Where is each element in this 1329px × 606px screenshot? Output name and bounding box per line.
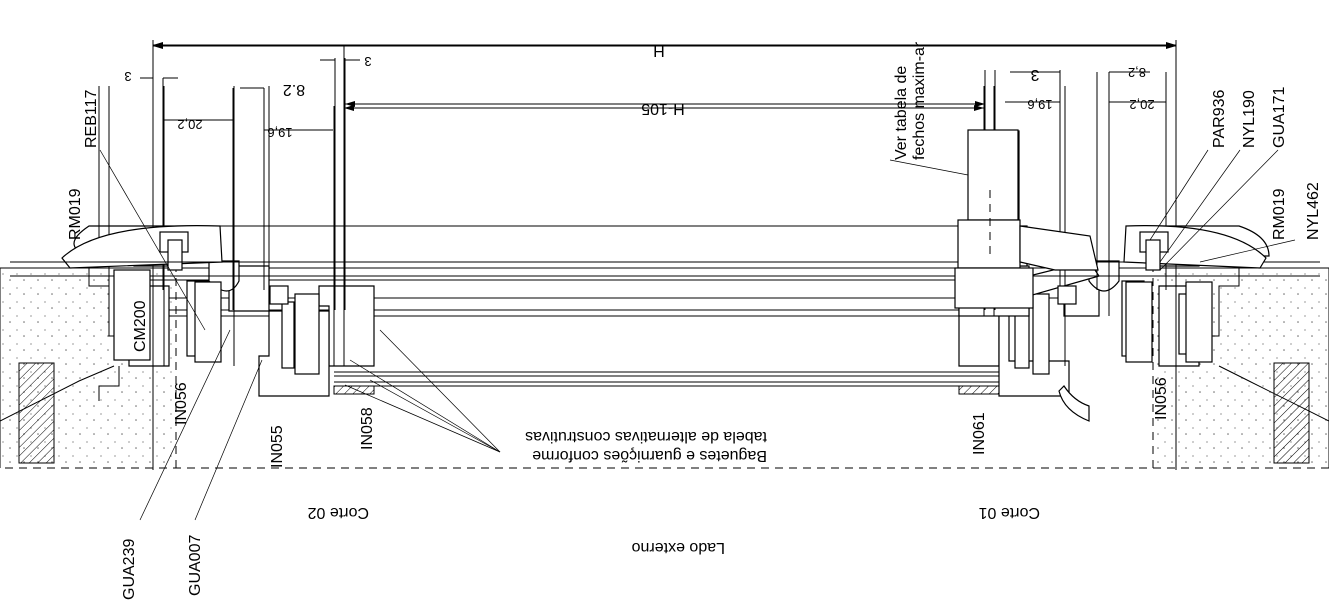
- svg-text:GUA007: GUA007: [187, 535, 204, 596]
- label-gua171: GUA171: [1271, 87, 1288, 148]
- label-nyl462: NYL462: [1305, 182, 1322, 240]
- svg-text:Corte 01: Corte 01: [979, 504, 1040, 521]
- svg-text:PAR936: PAR936: [1211, 89, 1228, 148]
- svg-text:CM200: CM200: [132, 300, 149, 352]
- svg-text:Corte 02: Corte 02: [308, 504, 369, 521]
- svg-text:20,2: 20,2: [177, 117, 202, 132]
- label-fechos-line2: fechos maxim-ar: [911, 41, 928, 160]
- svg-text:Ver tabela de: Ver tabela de: [893, 66, 910, 160]
- note-baguetes-line2: tabela de alternativas construtivas: [525, 428, 767, 445]
- svg-text:fechos maxim-ar: fechos maxim-ar: [911, 41, 928, 160]
- label-in056-right: IN056: [1153, 377, 1170, 420]
- svg-text:20,2: 20,2: [1129, 97, 1154, 112]
- glazing-block-right: [333, 385, 375, 395]
- svg-text:NYL190: NYL190: [1241, 90, 1258, 148]
- svg-text:GUA239: GUA239: [121, 539, 138, 600]
- hatched-wall-right: [18, 362, 55, 464]
- svg-text:IN055: IN055: [269, 425, 286, 468]
- svg-text:IN061: IN061: [971, 412, 988, 455]
- label-rm019-left: RM019: [67, 188, 84, 240]
- dim-left-gap-outer: 3: [124, 69, 131, 84]
- sill-right: [1057, 225, 1267, 363]
- dim-left-offset-b: 8.2: [283, 81, 305, 98]
- svg-text:REB117: REB117: [83, 89, 100, 148]
- svg-text:19,6: 19,6: [1027, 97, 1052, 112]
- dim-right-gap-inner: 3: [1030, 66, 1039, 83]
- leader-lines: [99, 149, 1296, 521]
- svg-text:RM019: RM019: [1271, 188, 1288, 240]
- espagnolette-handle: [954, 129, 1099, 309]
- label-in061: IN061: [971, 412, 988, 455]
- label-rm019-right: RM019: [1271, 188, 1288, 240]
- cm200-block: [113, 269, 151, 361]
- svg-text:H: H: [653, 42, 665, 59]
- dim-left-gap-inner: 3: [364, 54, 371, 69]
- dim-right-offset-a: 19,6: [1027, 97, 1052, 112]
- svg-text:3: 3: [124, 69, 131, 84]
- svg-text:Lado externo: Lado externo: [631, 539, 725, 556]
- svg-text:8.2: 8.2: [283, 81, 305, 98]
- svg-text:19,6: 19,6: [267, 125, 292, 140]
- svg-text:NYL462: NYL462: [1305, 182, 1322, 240]
- label-fechos-line1: Ver tabela de: [893, 66, 910, 160]
- label-par936: PAR936: [1211, 89, 1228, 148]
- dim-left-offset-c: 19,6: [267, 125, 292, 140]
- label-in058: IN058: [359, 407, 376, 450]
- section-corte-02: Corte 02: [308, 504, 369, 521]
- svg-text:IN056: IN056: [173, 382, 190, 425]
- sill-left: [10, 225, 1320, 363]
- glazing-block-left: [958, 385, 1000, 395]
- label-gua239: GUA239: [121, 539, 138, 600]
- dim-right-offset-c: 20,2: [1129, 97, 1154, 112]
- note-baguetes-line1: Baguetes e guarnições conforme: [532, 447, 767, 464]
- dim-inner: H-105: [641, 100, 685, 117]
- svg-text:RM019: RM019: [67, 188, 84, 240]
- label-nyl190: NYL190: [1241, 90, 1258, 148]
- svg-text:H-105: H-105: [641, 100, 685, 117]
- svg-text:GUA171: GUA171: [1271, 87, 1288, 148]
- section-corte-01: Corte 01: [979, 504, 1040, 521]
- svg-text:Baguetes e guarnições conforme: Baguetes e guarnições conforme: [532, 447, 767, 464]
- svg-text:tabela de alternativas constru: tabela de alternativas construtivas: [525, 428, 767, 445]
- label-in056-left: IN056: [173, 382, 190, 425]
- svg-text:3: 3: [1030, 66, 1039, 83]
- label-cm200: CM200: [132, 300, 149, 352]
- dim-left-offset-a: 20,2: [177, 117, 202, 132]
- dim-overall: H: [653, 42, 665, 59]
- label-reb117: REB117: [83, 89, 100, 148]
- label-in055: IN055: [269, 425, 286, 468]
- label-gua007: GUA007: [187, 535, 204, 596]
- svg-text:IN058: IN058: [359, 407, 376, 450]
- svg-text:IN056: IN056: [1153, 377, 1170, 420]
- svg-text:3: 3: [364, 54, 371, 69]
- hatched-wall-left: [1273, 362, 1310, 464]
- side-label-lado-externo: Lado externo: [631, 539, 725, 556]
